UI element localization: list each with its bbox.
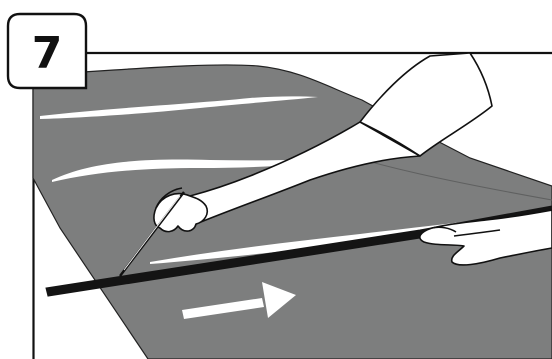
utility-knife xyxy=(119,191,185,277)
holding-hand xyxy=(419,209,552,266)
panel-highlight-middle xyxy=(52,158,350,182)
thumb xyxy=(155,187,183,209)
panel-highlight-top xyxy=(40,96,318,119)
step-badge: 7 xyxy=(6,12,88,90)
straightedge xyxy=(45,205,552,297)
sleeve xyxy=(359,52,493,157)
arrow-right-icon xyxy=(182,282,296,319)
step-number: 7 xyxy=(32,28,63,79)
cutting-hand xyxy=(119,52,493,277)
step-badge-shape xyxy=(6,12,88,90)
